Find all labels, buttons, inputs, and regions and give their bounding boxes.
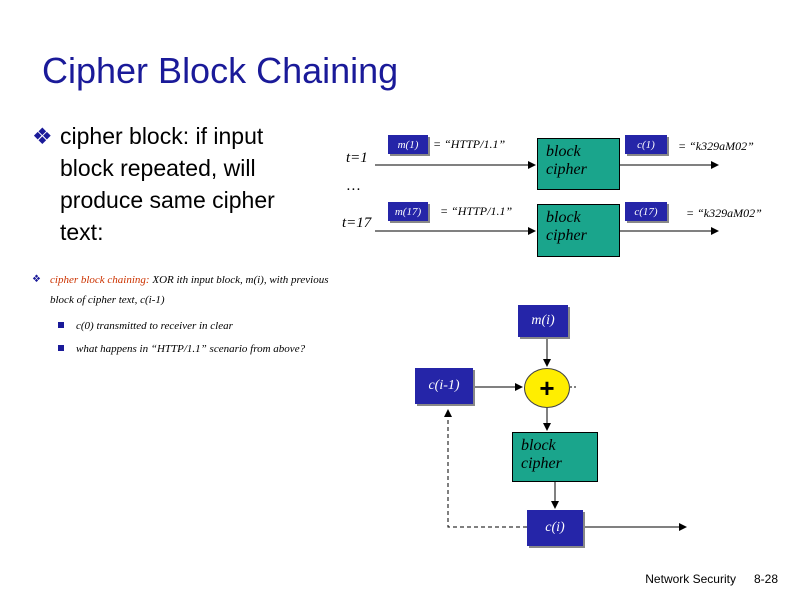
c17-value: = “k329aM02” bbox=[686, 206, 762, 220]
ci-box: c(i) bbox=[527, 510, 583, 546]
page-number: 8-28 bbox=[753, 572, 778, 586]
bullet-arrow-icon: ❖ bbox=[32, 274, 41, 285]
c17-box: c(17) bbox=[625, 202, 667, 221]
t1-label: t=1 bbox=[346, 150, 368, 166]
square-bullet-icon bbox=[58, 345, 64, 351]
square-bullet-icon bbox=[58, 322, 64, 328]
ci-1-box: c(i-1) bbox=[415, 368, 473, 404]
main-bullet: ❖ cipher block: if input block repeated,… bbox=[32, 120, 322, 248]
block-cipher-cbc: block cipher bbox=[512, 432, 598, 482]
c1-value: = “k329aM02” bbox=[678, 139, 754, 153]
m17-value: = “HTTP/1.1” bbox=[440, 204, 513, 218]
m17-box: m(17) bbox=[388, 202, 428, 221]
sub-bullet-2-text: what happens in “HTTP/1.1” scenario from… bbox=[76, 343, 306, 355]
t17-label: t=17 bbox=[342, 215, 372, 231]
xor-plus-icon: + bbox=[524, 368, 570, 408]
page-title: Cipher Block Chaining bbox=[42, 50, 399, 91]
m1-box: m(1) bbox=[388, 135, 428, 154]
m1-value: = “HTTP/1.1” bbox=[433, 137, 506, 151]
block-cipher-1: block cipher bbox=[537, 138, 620, 190]
mi-box: m(i) bbox=[518, 305, 568, 337]
ellipsis-label: … bbox=[347, 178, 361, 194]
cbc-bullet-label: cipher block chaining: bbox=[50, 274, 150, 286]
cbc-bullet: ❖ cipher block chaining: XOR ith input b… bbox=[32, 270, 332, 310]
c1-box: c(1) bbox=[625, 135, 667, 154]
footer-left: Network Security bbox=[645, 572, 736, 586]
sub-bullet-1-text: c(0) transmitted to receiver in clear bbox=[76, 320, 233, 332]
main-bullet-text: cipher block: if input block repeated, w… bbox=[60, 123, 275, 245]
cbc-bullet-text: cipher block chaining: XOR ith input blo… bbox=[50, 270, 332, 310]
cbc-bullet-rest: XOR ith input block, m(i), with previous… bbox=[50, 274, 329, 306]
feedback-dashed-path bbox=[444, 409, 527, 528]
footer: Network Security 8-28 bbox=[645, 572, 778, 586]
bullet-arrow-icon: ❖ bbox=[32, 123, 53, 149]
block-cipher-17: block cipher bbox=[537, 204, 620, 257]
sub-bullet-1: c(0) transmitted to receiver in clear bbox=[58, 317, 328, 335]
sub-bullet-2: what happens in “HTTP/1.1” scenario from… bbox=[58, 340, 328, 358]
